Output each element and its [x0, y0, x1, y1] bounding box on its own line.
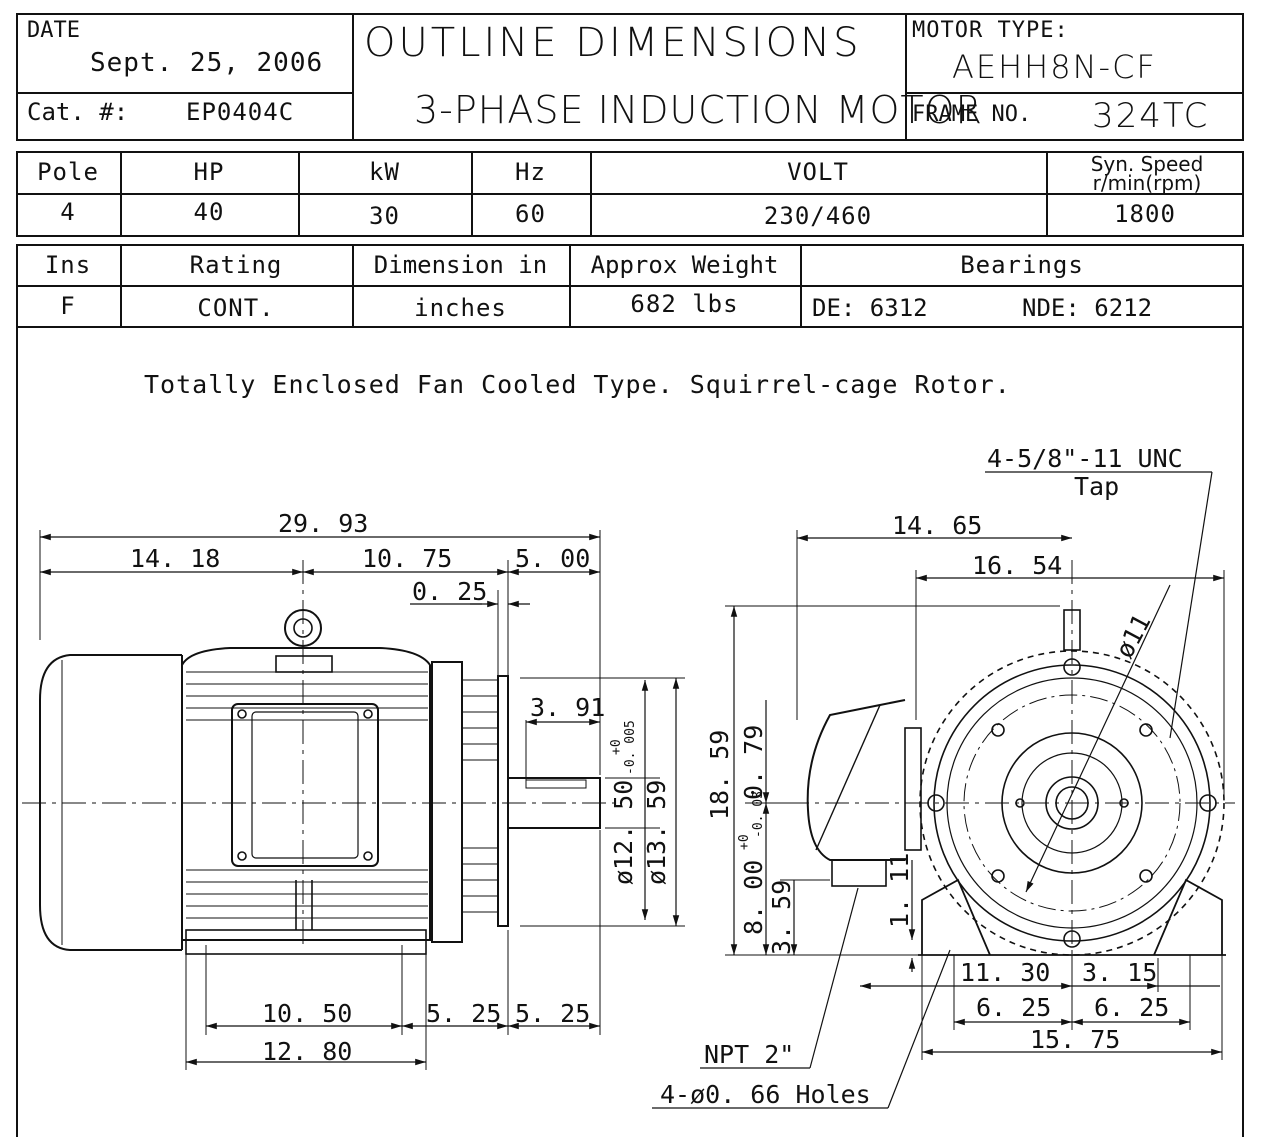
- terminal-box: [231, 703, 379, 867]
- divider: [590, 151, 592, 237]
- value-ins: F: [60, 292, 76, 320]
- frame-value: 324TC: [1092, 96, 1210, 136]
- dim-shaft-height: 8. 00: [739, 860, 768, 935]
- dim-flange-dia: ø13. 59: [642, 780, 671, 885]
- dim-3-59: 3. 59: [767, 880, 796, 955]
- dim-16-54: 16. 54: [972, 551, 1062, 580]
- dim-overall-length: 29. 93: [278, 509, 368, 538]
- header-bearings: Bearings: [960, 251, 1084, 279]
- value-pole: 4: [60, 198, 76, 226]
- dim-18-59: 18. 59: [705, 730, 734, 820]
- fan-cover: [39, 654, 182, 951]
- divider: [1046, 151, 1048, 237]
- dim-0-79: 0. 79: [739, 725, 768, 800]
- value-dimension-unit: inches: [414, 294, 507, 322]
- dim-0-25: 0. 25: [412, 577, 487, 606]
- divider: [569, 244, 571, 328]
- dim-shaft-dia: ø12. 50: [609, 780, 638, 885]
- value-bearing-nde: NDE: 6212: [1022, 294, 1153, 322]
- divider: [16, 92, 354, 94]
- dim-3-15: 3. 15: [1082, 958, 1157, 987]
- holes-note: 4-ø0. 66 Holes: [660, 1080, 871, 1109]
- dim-15-75: 15. 75: [1030, 1025, 1120, 1054]
- dim-6-25b: 6. 25: [1094, 993, 1169, 1022]
- dim-11-30: 11. 30: [960, 958, 1050, 987]
- dim-12-80: 12. 80: [262, 1037, 352, 1066]
- value-rating: CONT.: [197, 294, 275, 322]
- dim-shaft-tol-lower: -0. 005: [623, 720, 638, 775]
- title-block: [16, 13, 1244, 141]
- fin-ring: [919, 650, 1225, 956]
- dim-bolt-circle: ø11: [1110, 609, 1157, 662]
- dim-6-25a: 6. 25: [976, 993, 1051, 1022]
- divider: [800, 244, 802, 328]
- header-rpm: r/min(rpm): [1092, 171, 1202, 195]
- shaft: [507, 777, 601, 829]
- dim-1-11: 1. 11: [885, 853, 914, 928]
- dim-sh-tol-upper: +0: [737, 834, 752, 850]
- lifting-eye: [284, 609, 322, 647]
- value-weight: 682 lbs: [630, 290, 739, 318]
- bolt-circle: [963, 694, 1181, 912]
- value-syn-speed: 1800: [1114, 200, 1176, 228]
- divider: [352, 244, 354, 328]
- divider: [905, 92, 1244, 94]
- dim-5-25b: 5. 25: [515, 999, 590, 1028]
- header-syn-speed: Syn. Speed: [1090, 152, 1204, 176]
- value-volt: 230/460: [763, 202, 873, 230]
- flange-end: [431, 661, 463, 943]
- npt-note: NPT 2": [704, 1040, 794, 1069]
- motor-type-value: AEHH8N-CF: [952, 48, 1157, 86]
- divider: [120, 151, 122, 237]
- terminal-box-side: [806, 699, 906, 861]
- dim-5-00: 5. 00: [515, 544, 590, 573]
- motor-type-label: MOTOR TYPE:: [912, 18, 1069, 43]
- dim-14-65: 14. 65: [892, 511, 982, 540]
- title-main: OUTLINE DIMENSIONS: [364, 20, 862, 66]
- header-pole: Pole: [37, 158, 99, 186]
- dim-14-18: 14. 18: [130, 544, 220, 573]
- dim-3-91: 3. 91: [530, 693, 605, 722]
- date-label: DATE: [27, 18, 80, 43]
- divider: [16, 193, 1244, 195]
- header-ins: Ins: [44, 251, 92, 279]
- frame-right: [1242, 328, 1244, 1137]
- title-sub: 3-PHASE INDUCTION MOTOR: [414, 88, 983, 132]
- motor-feet: [185, 929, 427, 955]
- cat-value: EP0404C: [186, 98, 295, 126]
- dim-shaft-tol-upper: +0: [609, 739, 624, 755]
- header-weight: Approx Weight: [590, 251, 779, 279]
- divider: [905, 13, 907, 141]
- divider: [352, 13, 354, 141]
- dim-5-25a: 5. 25: [426, 999, 501, 1028]
- frame-left: [16, 328, 18, 1137]
- cat-label: Cat. #:: [27, 98, 129, 126]
- header-hp: HP: [193, 158, 225, 186]
- value-bearing-de: DE: 6312: [812, 294, 928, 322]
- description-text: Totally Enclosed Fan Cooled Type. Squirr…: [144, 370, 1011, 399]
- end-view-feet: [921, 878, 1223, 956]
- frame-label: FRAME NO.: [912, 102, 1032, 127]
- value-kw: 30: [369, 202, 400, 230]
- header-volt: VOLT: [787, 158, 849, 186]
- value-hz: 60: [515, 200, 546, 228]
- header-dimension: Dimension in: [373, 251, 548, 279]
- header-rating: Rating: [189, 251, 283, 279]
- divider: [16, 285, 1244, 287]
- dim-10-50: 10. 50: [262, 999, 352, 1028]
- tap-note-2: Tap: [1074, 472, 1119, 501]
- dim-sh-tol-lower: -0. 03: [751, 791, 766, 838]
- divider: [471, 151, 473, 237]
- stator-body: [181, 647, 431, 941]
- date-value: Sept. 25, 2006: [90, 48, 324, 78]
- divider: [120, 244, 122, 328]
- dim-10-75: 10. 75: [362, 544, 452, 573]
- header-kw: kW: [369, 158, 400, 186]
- tap-note: 4-5/8"-11 UNC: [987, 444, 1183, 473]
- value-hp: 40: [193, 198, 225, 226]
- header-hz: Hz: [515, 158, 546, 186]
- divider: [298, 151, 300, 237]
